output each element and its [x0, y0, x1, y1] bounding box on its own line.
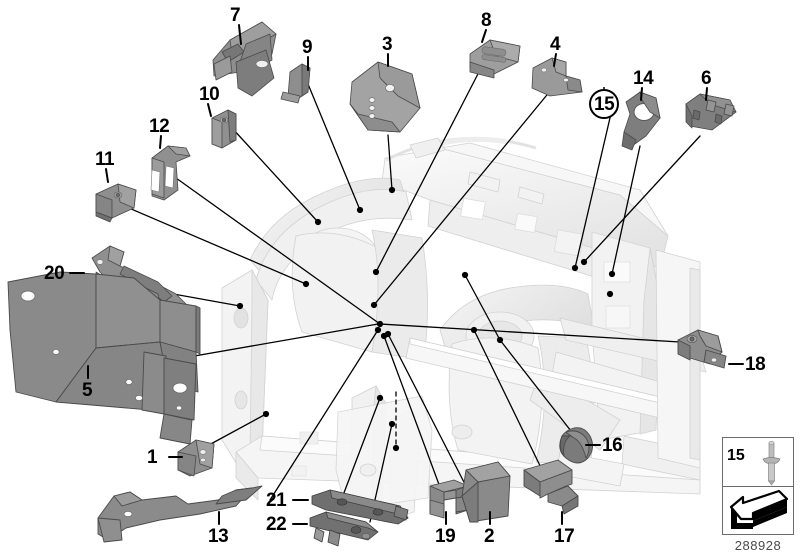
- part-10-u-clip-bracket[interactable]: [211, 109, 237, 149]
- leader-18: [379, 323, 681, 343]
- part-22-long-rail-bracket-lower[interactable]: [309, 511, 379, 547]
- legend-cell-fastener: 15: [723, 438, 793, 487]
- part-7-complex-reinforcement[interactable]: [212, 21, 277, 97]
- callout-label-1: 1: [147, 447, 158, 468]
- part-11-tab-bracket[interactable]: [95, 183, 137, 223]
- callout-label-21: 21: [266, 490, 287, 511]
- callout-label-13: 13: [208, 526, 229, 547]
- leader-8: [375, 67, 482, 273]
- callout-label-16: 16: [602, 435, 623, 456]
- callout-label-5: 5: [82, 380, 93, 401]
- part-4-stepped-bracket[interactable]: [531, 57, 583, 97]
- leader-aux-a: [464, 274, 501, 341]
- part-17-l-strip-bracket[interactable]: [523, 459, 579, 515]
- leader-2: [387, 333, 469, 491]
- part-12-forked-bracket[interactable]: [150, 145, 191, 201]
- leader-11: [121, 204, 307, 285]
- legend-item-number: 15: [727, 447, 745, 464]
- callout-label-4: 4: [550, 34, 561, 55]
- leader-14: [611, 145, 641, 275]
- leader-10: [231, 127, 319, 223]
- part-6-channel-bracket[interactable]: [685, 93, 737, 131]
- leader-19: [383, 335, 445, 499]
- part-8-slotted-cover-plate[interactable]: [469, 39, 521, 79]
- callout-label-10: 10: [199, 84, 220, 105]
- part-13-long-curved-panel[interactable]: [97, 485, 263, 543]
- callout-label-18: 18: [745, 354, 766, 375]
- drawing-number: 288928: [734, 538, 782, 553]
- leader-9: [307, 83, 361, 211]
- callout-label-9: 9: [302, 37, 313, 58]
- leader-3: [387, 134, 393, 191]
- part-9-small-fin-bracket[interactable]: [280, 63, 311, 104]
- legend-box: 15: [722, 437, 794, 535]
- leader-4: [373, 89, 552, 306]
- leader-endpoint-dots: [236, 186, 616, 452]
- part-16-grommet-cap[interactable]: [559, 427, 593, 464]
- rivet-icon: [762, 441, 781, 486]
- ghost-chassis-assembly: [221, 136, 707, 519]
- part-1-small-angle-bracket[interactable]: [177, 439, 215, 477]
- callout-label-7: 7: [230, 5, 241, 26]
- callout-label-20: 20: [44, 263, 65, 284]
- part-19-spring-clip[interactable]: [429, 479, 469, 519]
- callout-label-12: 12: [149, 116, 170, 137]
- leader-13: [269, 329, 379, 501]
- callout-label-19: 19: [435, 526, 456, 547]
- leader-21: [341, 397, 381, 499]
- callout-label-22: 22: [266, 514, 287, 535]
- leader-16: [499, 339, 579, 441]
- callout-label-3: 3: [382, 34, 393, 55]
- callout-label-17: 17: [554, 526, 575, 547]
- leader-17: [473, 329, 547, 479]
- part-3-large-perforated-panel[interactable]: [349, 61, 421, 133]
- legend-cell-direction: [723, 487, 793, 535]
- callout-label-8: 8: [481, 10, 492, 31]
- part-2-wedge-plate[interactable]: [461, 461, 511, 523]
- arrow-wedge-icon: [729, 489, 789, 529]
- callout-label-11: 11: [95, 149, 115, 170]
- callout-label-15: 15: [594, 94, 615, 115]
- leader-6: [583, 135, 701, 263]
- leader-15: [574, 104, 614, 269]
- part-21-long-rail-bracket[interactable]: [311, 489, 409, 525]
- callout-ticks: [69, 24, 744, 525]
- part-14-ring-eye-bracket[interactable]: [621, 91, 661, 151]
- part-15-reference-circle[interactable]: [589, 89, 619, 119]
- leader-12: [175, 177, 381, 325]
- part-5-large-side-panel[interactable]: [7, 271, 201, 445]
- callout-label-14: 14: [633, 68, 654, 89]
- part-18-saddle-bracket[interactable]: [677, 329, 727, 369]
- callout-label-2: 2: [484, 526, 495, 547]
- callout-label-6: 6: [701, 68, 712, 89]
